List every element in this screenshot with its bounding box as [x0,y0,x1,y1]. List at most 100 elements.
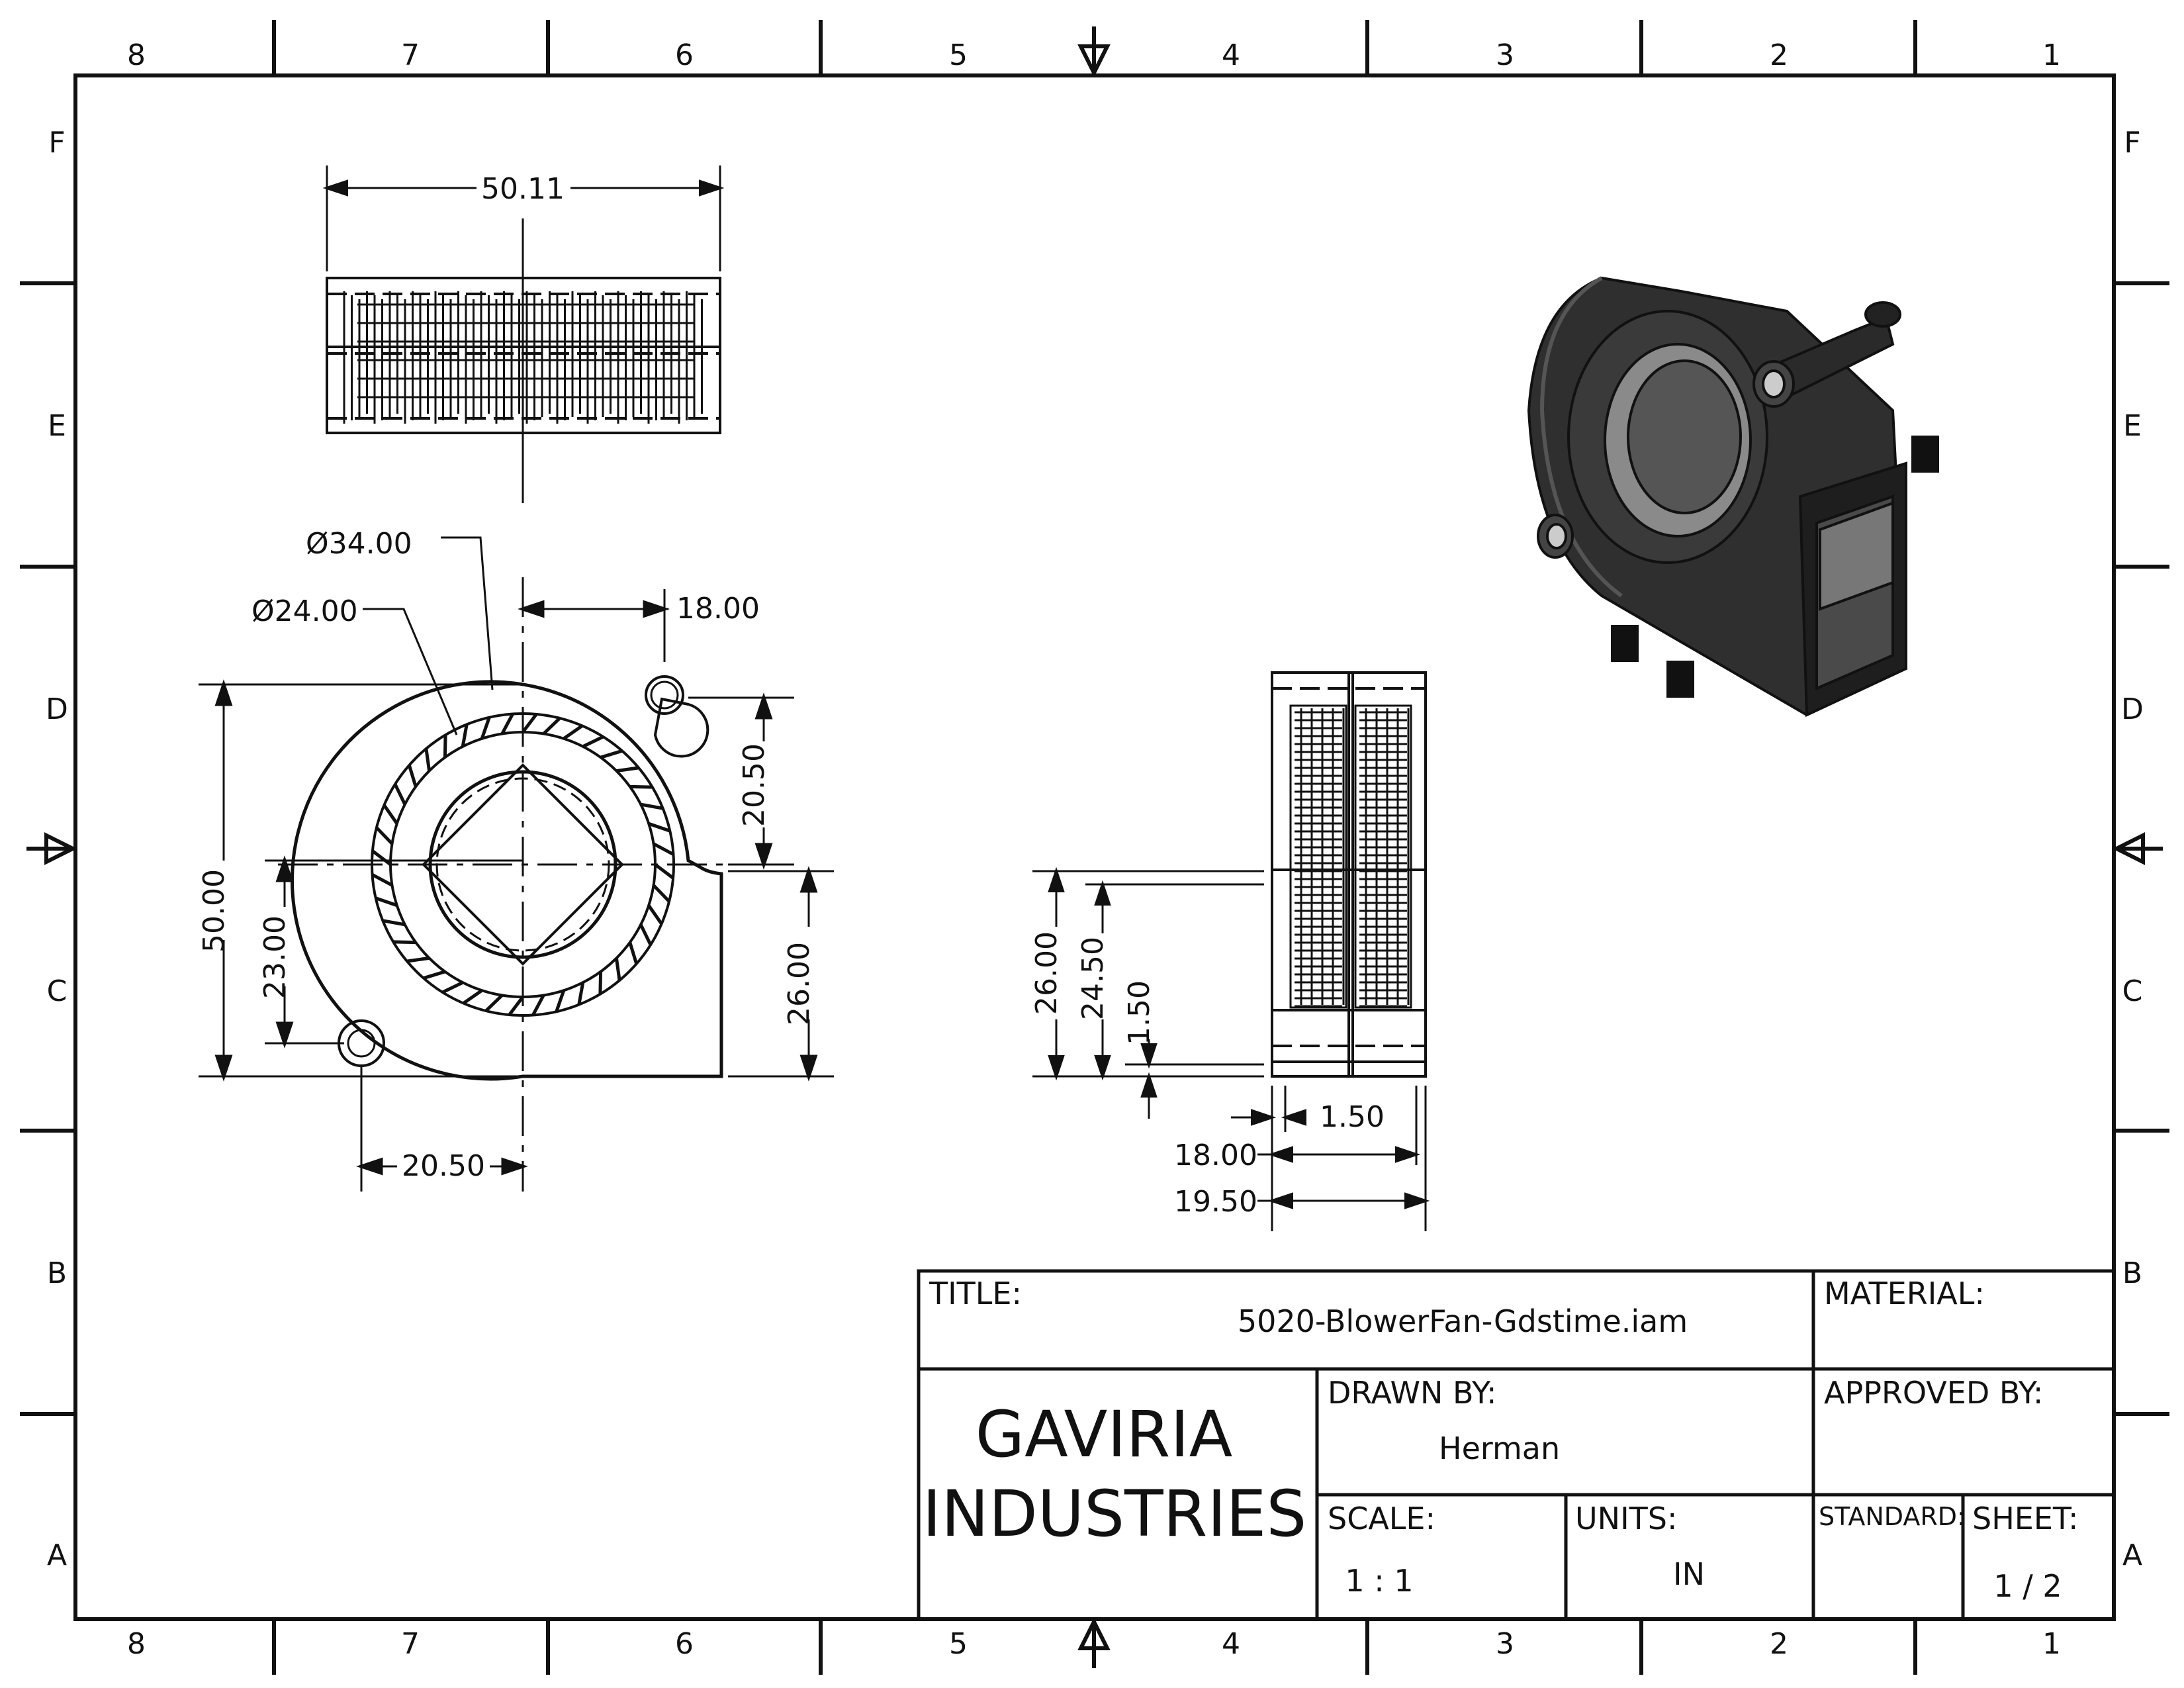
fan-blade [653,842,674,856]
company-name-line2: INDUSTRIES [923,1477,1307,1551]
row-label-E-right: E [2123,409,2142,443]
standard-label: STANDARD: [1819,1502,1966,1531]
col-label-6: 6 [675,38,694,72]
fan-blade [616,766,639,773]
dim-side-1-50: 1.50 [1122,980,1156,1045]
fan-blade [371,849,392,866]
col-label-8-bottom: 8 [127,1627,146,1661]
sheet-value: 1 / 2 [1993,1568,2062,1604]
col-label-7: 7 [401,38,420,72]
units-value: IN [1673,1556,1705,1592]
fan-blade [654,863,674,880]
fan-blade [577,982,585,1006]
row-label-F-right: F [2124,126,2140,160]
fan-blade [480,716,491,739]
fan-blade [555,990,566,1013]
fan-blade [531,994,545,1016]
row-label-B-right: B [2122,1256,2142,1290]
dim-side-19-50: 19.50 [1174,1185,1257,1219]
title-value: 5020-BlowerFan-Gdstime.iam [1238,1303,1688,1339]
fan-blade [375,826,394,845]
approved-by-label: APPROVED BY: [1824,1375,2043,1411]
col-label-3-bottom: 3 [1496,1627,1514,1661]
company-name-line1: GAVIRIA [976,1397,1233,1472]
fan-blade [598,971,603,994]
col-label-2: 2 [1770,38,1788,72]
fan-blade [375,896,398,908]
fan-blade [639,923,653,946]
fan-blade [563,724,584,740]
dim-overall-height: 50.00 [197,869,231,953]
dim-outlet-height: 26.00 [782,942,816,1025]
fan-blade [383,804,398,825]
col-label-8: 8 [127,38,146,72]
drawn-by-label: DRAWN BY: [1328,1375,1497,1411]
col-label-1: 1 [2042,38,2061,72]
fan-blade [652,884,670,903]
fan-blade [406,956,430,963]
fan-blade [371,873,393,887]
dim-side-24-50: 24.50 [1076,937,1110,1020]
fan-blade [582,735,604,749]
top-view [322,165,725,503]
fan-blade [424,748,432,771]
dim-side-26: 26.00 [1030,931,1064,1015]
units-label: UNITS: [1575,1501,1677,1536]
row-label-E: E [48,409,66,443]
fan-blade [640,802,664,810]
row-label-D-right: D [2121,692,2144,726]
fan-blade [628,941,639,964]
fan-blade [522,713,538,733]
col-label-5-bottom: 5 [949,1627,968,1661]
dim-side-bottom-1-50: 1.50 [1320,1100,1385,1134]
col-label-4-bottom: 4 [1222,1627,1240,1661]
col-label-3: 3 [1496,38,1514,72]
dim-mount-right: 20.50 [737,743,771,827]
zone-labels: 8 7 6 5 4 3 2 1 8 7 6 5 4 3 2 1 F E D C … [46,38,2144,1661]
dim-bottom-20-50: 20.50 [402,1149,485,1183]
scale-value: 1 : 1 [1345,1563,1413,1599]
dim-hub-offset: 18.00 [676,592,760,626]
fan-blade [600,749,623,759]
dim-dia-inner: Ø24.00 [251,594,358,628]
drawn-by-value: Herman [1439,1430,1560,1466]
dim-left-23: 23.00 [258,915,292,999]
col-label-7-bottom: 7 [401,1627,420,1661]
fan-blade [407,765,418,788]
material-label: MATERIAL: [1824,1276,1985,1311]
fan-blade [647,904,663,925]
centering-marks [26,26,2163,1668]
col-label-1-bottom: 1 [2042,1627,2061,1661]
fan-blade [500,713,514,735]
row-label-B: B [47,1256,67,1290]
col-label-5: 5 [949,38,968,72]
title-label: TITLE: [929,1276,1022,1311]
col-label-6-bottom: 6 [675,1627,694,1661]
fan-blade [542,717,561,735]
fan-blade [393,940,416,945]
scale-label: SCALE: [1328,1501,1435,1536]
sheet-label: SHEET: [1972,1501,2078,1536]
fan-blade [508,996,524,1016]
col-label-4: 4 [1222,38,1240,72]
fan-blade [648,821,671,833]
row-label-C-right: C [2122,974,2143,1008]
row-label-F: F [48,126,65,160]
col-label-2-bottom: 2 [1770,1627,1788,1661]
row-label-A-right: A [2122,1538,2142,1572]
row-label-A: A [47,1538,67,1572]
fan-blade [614,958,621,981]
fan-blade [393,783,407,806]
row-label-C: C [47,974,68,1008]
front-view [199,536,834,1192]
row-label-D: D [46,692,68,726]
side-view [1032,671,1430,1231]
title-block [917,1269,2116,1621]
dim-side-18: 18.00 [1174,1139,1257,1172]
fan-blade [629,784,653,789]
fan-blade [423,970,446,980]
dim-dia-outer: Ø34.00 [306,527,412,561]
fan-blade [441,980,464,994]
zone-ticks [20,20,2169,1675]
